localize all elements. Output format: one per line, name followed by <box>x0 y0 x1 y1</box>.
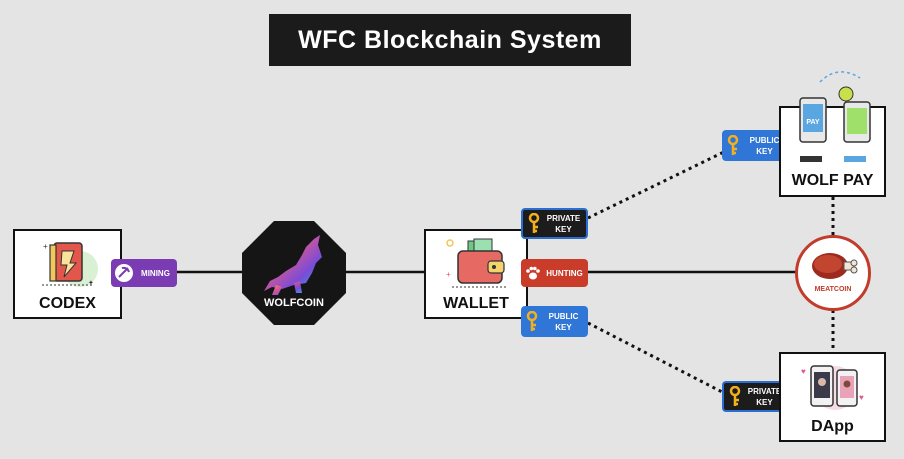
pay-screen-text: PAY <box>806 119 820 126</box>
meat-icon <box>812 253 858 279</box>
phones-app-icon: ♥ ♥ <box>801 365 864 410</box>
diagram-title: WFC Blockchain System <box>269 14 631 66</box>
wallet-label: WALLET <box>443 295 509 312</box>
wallet-private-key-line1: PRIVATE <box>546 213 581 223</box>
dapp-label: DApp <box>811 418 854 435</box>
svg-text:+: + <box>43 242 48 251</box>
key-icon <box>528 212 540 233</box>
mining-label: MINING <box>141 268 170 278</box>
key-icon <box>727 134 739 155</box>
wallet-public-key-badge: PUBLIC KEY <box>521 306 588 337</box>
line-wallet-dapp <box>587 321 729 397</box>
wolfpay-public-key-line1: PUBLIC <box>749 135 780 145</box>
key-icon <box>729 385 741 406</box>
phone-pay-icon: PAY <box>799 71 871 162</box>
book-icon: + ✦ <box>42 242 98 287</box>
svg-text:+: + <box>446 270 451 279</box>
svg-text:✦: ✦ <box>88 279 94 287</box>
dapp-private-key-line2: KEY <box>756 397 773 407</box>
wallet-icon: + <box>446 238 508 288</box>
dapp-node[interactable]: ♥ ♥ DApp <box>779 352 886 442</box>
title-text: WFC Blockchain System <box>298 25 602 54</box>
line-wallet-wolfpay <box>587 148 729 220</box>
wolfpay-public-key-badge: PUBLIC KEY <box>722 130 789 161</box>
mining-icon <box>115 264 133 282</box>
wallet-public-key-line2: KEY <box>555 322 572 332</box>
wolf-logo-icon <box>264 235 322 295</box>
svg-text:♥: ♥ <box>859 393 864 402</box>
wallet-node[interactable]: + WALLET <box>424 229 528 319</box>
wolfcoin-node[interactable]: WOLFCOIN <box>242 221 346 325</box>
hunting-badge: HUNTING <box>521 259 588 287</box>
wolfcoin-label: WOLFCOIN <box>264 297 324 309</box>
svg-text:♥: ♥ <box>801 367 806 376</box>
hunting-label: HUNTING <box>546 268 583 278</box>
wallet-private-key-badge: PRIVATE KEY <box>521 208 588 239</box>
codex-label: CODEX <box>39 295 96 312</box>
key-icon <box>526 310 538 331</box>
mining-badge: MINING <box>111 259 177 287</box>
codex-node[interactable]: + ✦ CODEX <box>13 229 122 319</box>
paw-icon <box>526 266 540 280</box>
dapp-private-key-line1: PRIVATE <box>747 386 782 396</box>
meatcoin-label: MEATCOIN <box>814 286 852 293</box>
wolfpay-label: WOLF PAY <box>791 172 874 189</box>
wallet-public-key-line1: PUBLIC <box>548 311 579 321</box>
dapp-private-key-badge: PRIVATE KEY <box>722 381 789 412</box>
wallet-private-key-line2: KEY <box>555 224 572 234</box>
wolfpay-public-key-line2: KEY <box>756 146 773 156</box>
meatcoin-node[interactable]: MEATCOIN <box>795 235 871 311</box>
